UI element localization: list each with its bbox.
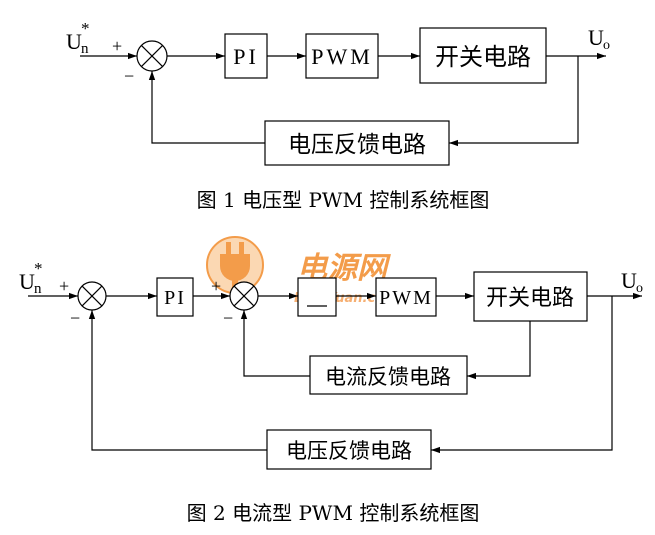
minus-sign: − [124,66,134,86]
input-label-u: U [66,29,82,54]
voltage-feedback-label: 电压反馈电路 [288,132,426,158]
summing-junction [136,40,168,72]
current-feedback-wire-in [240,310,310,377]
summing-junction-voltage [77,281,107,311]
feedback-wire-out [449,56,579,147]
plus-sign-2a: + [59,276,69,296]
switch-circuit-label-2: 开关电路 [486,286,574,311]
summing-junction-current [229,281,259,311]
pi-label-2: PI [164,287,186,309]
caption-2: 图 2 电流型 PWM 控制系统框图 [187,501,480,525]
pwm-label-2: PWM [379,287,433,309]
input2-label-sup: * [34,259,43,278]
minus-sign-2b: − [223,308,233,328]
pi-block [224,33,268,79]
switch-circuit-block [419,27,547,84]
switch-circuit-block-2 [473,271,588,322]
power-plug-icon [206,236,264,294]
current-feedback-label: 电流反馈电路 [325,365,451,389]
switch-circuit-label: 开关电路 [435,43,531,71]
input2-label-sub: n [34,281,42,297]
output2-label-sub: o [636,281,643,296]
pwm-label: PWM [311,44,373,69]
voltage-feedback-label-2: 电压反馈电路 [286,439,412,463]
input2-label-u: U [19,269,35,294]
current-feedback-wire-out [467,321,531,380]
voltage-feedback-wire-in [88,310,267,451]
diagram-1: U n * + − PI PWM 开关电路 U o 电压反馈电路 [66,19,610,212]
feedback-wire-in [148,71,265,144]
output2-label-u: U [621,268,637,293]
voltage-feedback-block-2 [266,429,432,470]
pi-label: PI [233,44,259,69]
plus-sign: + [112,36,122,56]
minus-sign-2a: − [70,308,80,328]
output-label-sub: o [603,38,610,53]
output-label-u: U [588,25,604,50]
voltage-feedback-block [264,120,450,166]
caption-1: 图 1 电压型 PWM 控制系统框图 [197,188,490,212]
voltage-feedback-wire-out [431,296,613,454]
comparator-block [297,277,337,317]
plus-sign-2b: + [211,276,221,296]
pwm-block [305,33,379,79]
input-label-sup: * [81,19,90,38]
current-feedback-block [309,355,468,395]
pwm-block-2 [375,277,437,317]
diagram-2: U n * + − PI + − PWM [19,259,643,525]
input-label-sub: n [81,41,89,57]
pi-block-2 [156,277,194,317]
